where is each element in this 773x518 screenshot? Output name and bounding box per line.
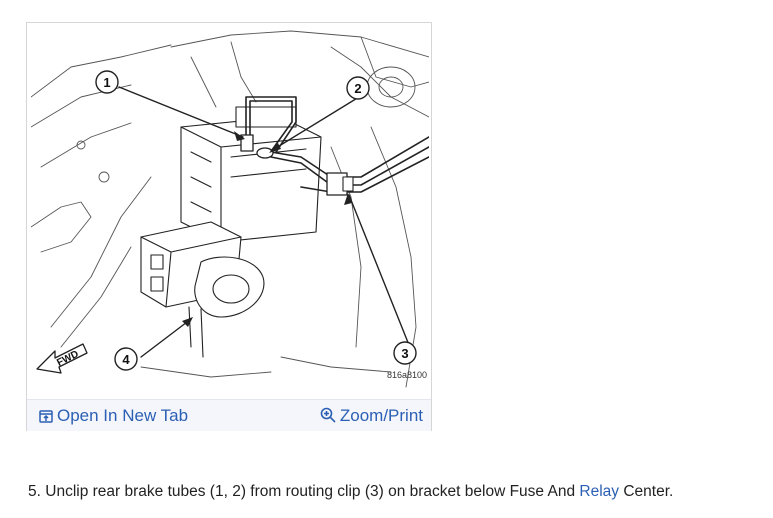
open-new-tab-icon	[39, 408, 53, 428]
callout-4: 4	[122, 352, 130, 367]
zoom-magnifier-icon	[320, 407, 336, 428]
brake-tube-diagram: 1 2 3 4 FWD	[31, 27, 429, 395]
zoom-print-link[interactable]: Zoom/Print	[320, 406, 423, 428]
fwd-label: FWD	[55, 349, 80, 369]
callout-3: 3	[401, 346, 408, 361]
zoom-print-label: Zoom/Print	[339, 406, 423, 425]
step-text: Unclip rear brake tubes (1, 2) from rout…	[45, 483, 576, 500]
figure-toolbar: Open In New Tab Zoom/Print	[27, 399, 431, 431]
open-in-new-tab-link[interactable]: Open In New Tab	[39, 406, 188, 428]
instruction-step: 5. Unclip rear brake tubes (1, 2) from r…	[28, 483, 673, 501]
callout-1: 1	[103, 75, 110, 90]
figure-card: 1 2 3 4 FWD 816a8100 Open In New Tab	[26, 22, 432, 431]
callout-2: 2	[354, 81, 361, 96]
step-text-end: Center.	[623, 483, 674, 500]
step-number: 5.	[28, 483, 41, 500]
figure-code: 816a8100	[387, 370, 428, 380]
open-in-new-tab-label: Open In New Tab	[57, 406, 189, 425]
relay-link[interactable]: Relay	[579, 483, 620, 500]
fwd-arrow-icon: FWD	[36, 343, 88, 374]
